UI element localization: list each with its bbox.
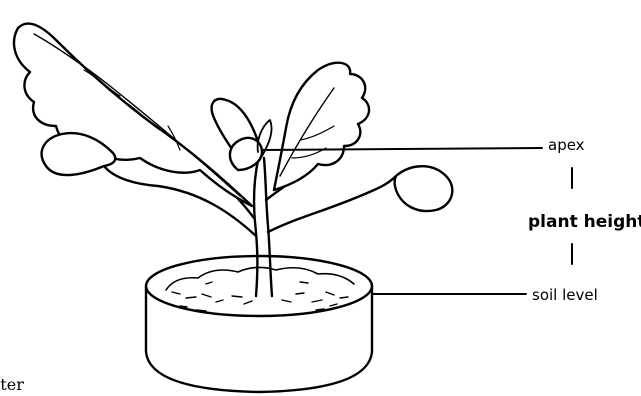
- apex-label: apex: [548, 136, 585, 154]
- pot: [146, 256, 372, 392]
- cut-off-text: nter: [0, 375, 24, 394]
- soil-level-label: soil level: [532, 286, 598, 304]
- plant-height-label: plant height: [528, 212, 641, 232]
